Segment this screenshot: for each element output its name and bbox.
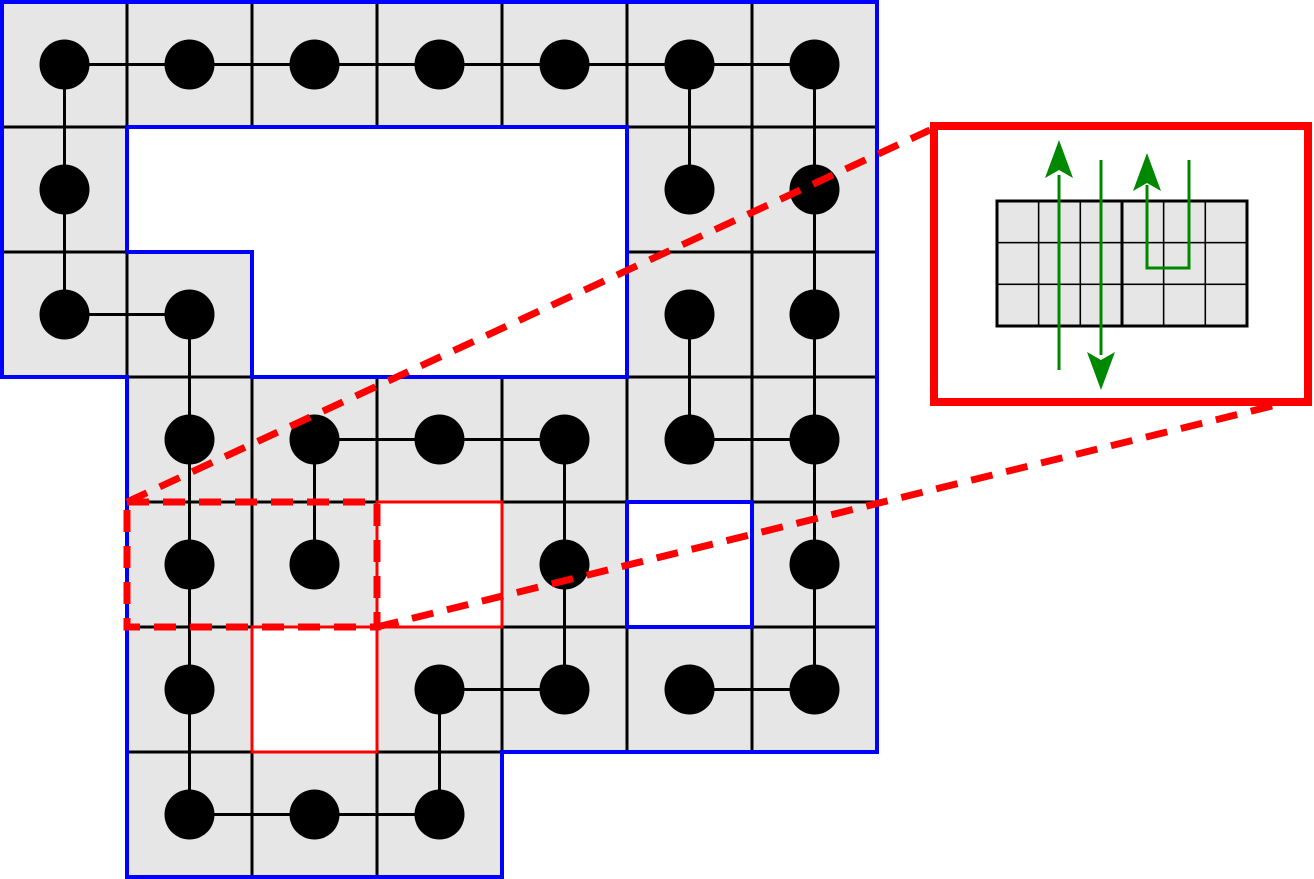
connector-bottom bbox=[376, 400, 1281, 631]
tree-node bbox=[289, 39, 340, 90]
tree-node bbox=[789, 664, 840, 715]
mini-grid-cell bbox=[1204, 283, 1248, 327]
tree-node bbox=[789, 539, 840, 590]
arrow-up-left-head bbox=[1045, 140, 1073, 178]
mini-grid-cell bbox=[1162, 283, 1207, 327]
red-hole-outline bbox=[375, 500, 504, 629]
arrow-up-right-shaft bbox=[1145, 160, 1191, 270]
tree-node bbox=[414, 789, 465, 840]
tree-node bbox=[289, 539, 340, 590]
connector-top bbox=[125, 126, 932, 506]
grid-holes bbox=[252, 502, 752, 752]
tree-node bbox=[164, 39, 215, 90]
tree-node bbox=[164, 789, 215, 840]
tree-node bbox=[539, 39, 590, 90]
tree-node bbox=[164, 664, 215, 715]
mini-grid-cell bbox=[1204, 200, 1248, 244]
tree-node bbox=[664, 39, 715, 90]
tree-nodes bbox=[39, 39, 840, 840]
tree-node bbox=[164, 289, 215, 340]
tree-node bbox=[664, 664, 715, 715]
tree-node bbox=[664, 164, 715, 215]
mini-grid-cell bbox=[996, 200, 1040, 244]
tree-node bbox=[539, 414, 590, 465]
tree-node bbox=[789, 289, 840, 340]
tree-node bbox=[664, 289, 715, 340]
tree-node bbox=[664, 414, 715, 465]
mini-grid-cell bbox=[1204, 241, 1248, 286]
tree-node bbox=[539, 539, 590, 590]
mini-grid-cell bbox=[1162, 200, 1207, 244]
tree-node bbox=[39, 164, 90, 215]
mini-grid-cell bbox=[996, 241, 1040, 286]
mini-grid-cell bbox=[1121, 241, 1165, 286]
tree-node bbox=[414, 414, 465, 465]
tree-node bbox=[414, 39, 465, 90]
tree-node bbox=[789, 39, 840, 90]
tree-node bbox=[164, 414, 215, 465]
region-outline bbox=[0, 0, 879, 879]
selection-box bbox=[123, 126, 1281, 631]
tree-node bbox=[289, 414, 340, 465]
hole-cell bbox=[627, 502, 752, 627]
arrow-up-right-head bbox=[1133, 153, 1161, 191]
zoom-inset bbox=[930, 122, 1312, 406]
mini-grid-cell bbox=[1162, 241, 1207, 286]
tree-node bbox=[39, 289, 90, 340]
hole-cell bbox=[252, 627, 377, 752]
selection-rectangle bbox=[123, 498, 381, 631]
mini-grid-cell bbox=[996, 283, 1040, 327]
tree-node bbox=[39, 39, 90, 90]
mini-grid-cell bbox=[1121, 200, 1165, 244]
tree-node bbox=[789, 414, 840, 465]
tree-node bbox=[164, 539, 215, 590]
tree-node bbox=[539, 664, 590, 715]
tree-node bbox=[289, 789, 340, 840]
hole-cell bbox=[377, 502, 502, 627]
mini-grid-cell bbox=[1121, 283, 1165, 327]
arrow-down-head bbox=[1087, 352, 1115, 390]
tree-node bbox=[414, 664, 465, 715]
